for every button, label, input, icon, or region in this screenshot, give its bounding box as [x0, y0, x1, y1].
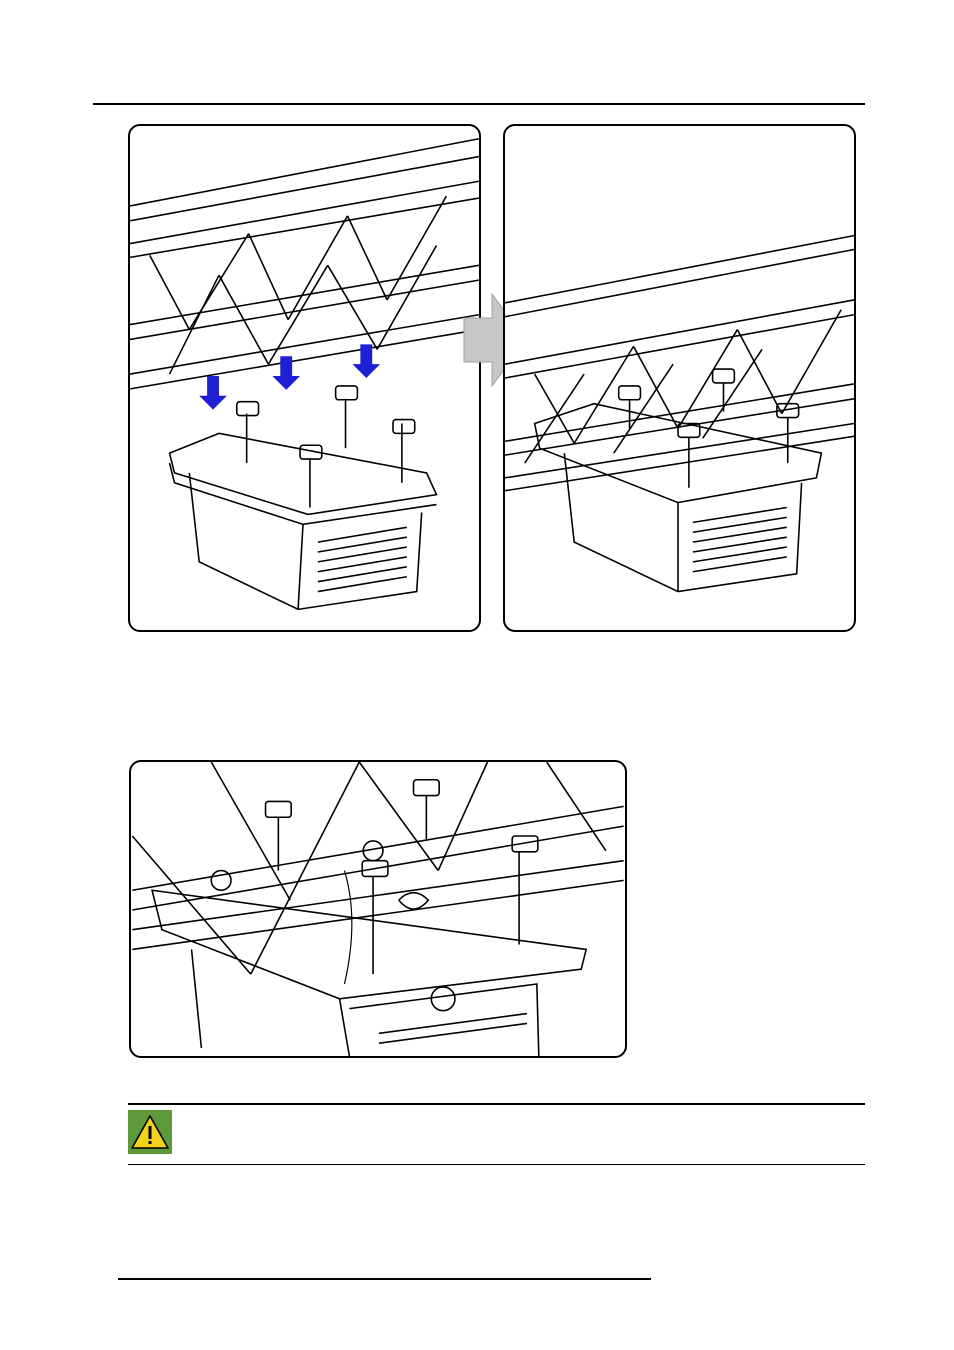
figure-safety-cable [129, 760, 627, 1058]
header-rule [93, 103, 865, 105]
truss-clamp-mounting-icon [130, 126, 479, 630]
safety-cable-icon [131, 762, 625, 1056]
footer-rule [118, 1278, 651, 1280]
warning-triangle-icon [128, 1110, 172, 1154]
figure-mount-before [128, 124, 481, 632]
caution-top-rule [128, 1103, 865, 1105]
figure-mount-after [503, 124, 856, 632]
caution-bottom-rule [128, 1164, 865, 1165]
caution-badge [128, 1110, 172, 1154]
truss-clamp-mounted-icon [505, 126, 854, 630]
